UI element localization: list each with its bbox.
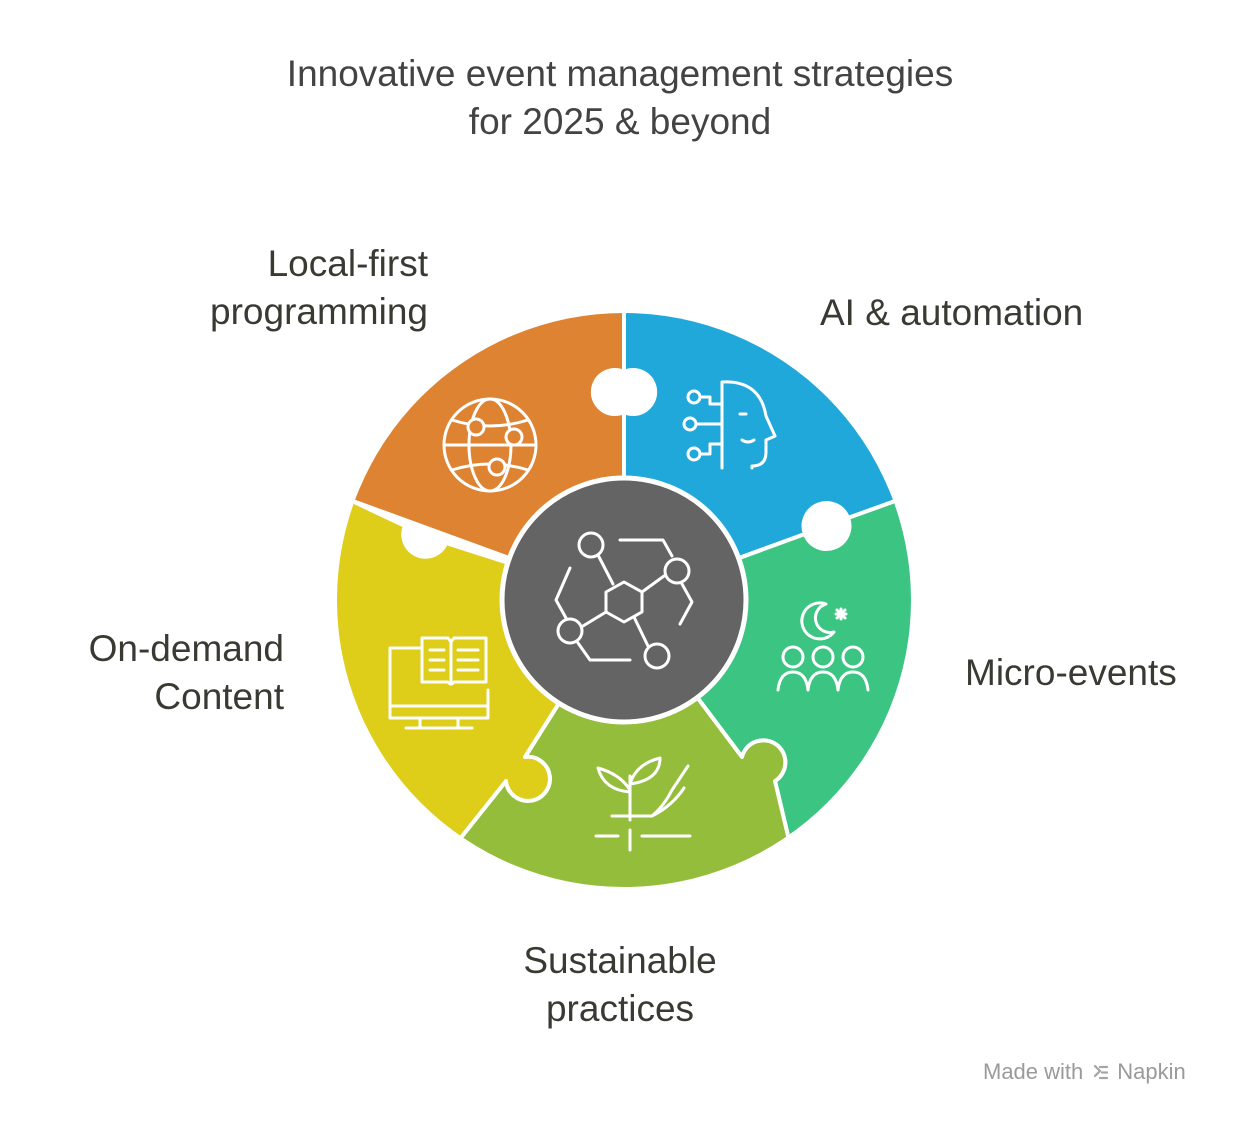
label-line: practices: [545, 988, 695, 1029]
label-line: programming: [210, 291, 428, 332]
label-on-demand-content: On-demand Content: [20, 625, 284, 721]
label-ai-automation: AI & automation: [820, 289, 1160, 337]
made-with-napkin-badge[interactable]: Made with Napkin: [983, 1059, 1186, 1085]
label-line: Micro-events: [965, 652, 1177, 693]
title-line-2: for 2025 & beyond: [468, 101, 772, 142]
center-hub: [499, 475, 749, 725]
globe-network-icon: [442, 397, 538, 493]
page-title: Innovative event management strategies f…: [0, 50, 1240, 146]
label-line: On-demand: [88, 628, 284, 669]
title-line-1: Innovative event management strategies: [286, 53, 954, 94]
label-sustainable-practices: Sustainable practices: [470, 937, 770, 1033]
molecule-network-icon: [554, 531, 694, 670]
label-line: Content: [154, 676, 284, 717]
label-local-first-programming: Local-first programming: [150, 240, 428, 336]
hand-plant-icon: [594, 756, 692, 852]
label-line: Sustainable: [523, 940, 717, 981]
ai-head-circuit-icon: [682, 380, 777, 470]
made-with-text: Made with: [983, 1059, 1084, 1084]
napkin-brand-text: Napkin: [1117, 1059, 1186, 1084]
people-group-moon-icon: [776, 601, 870, 692]
label-micro-events: Micro-events: [965, 649, 1235, 697]
monitor-book-icon: [388, 636, 490, 730]
napkin-logo-icon: [1094, 1064, 1109, 1080]
label-line: AI & automation: [820, 292, 1084, 333]
label-line: Local-first: [267, 243, 428, 284]
